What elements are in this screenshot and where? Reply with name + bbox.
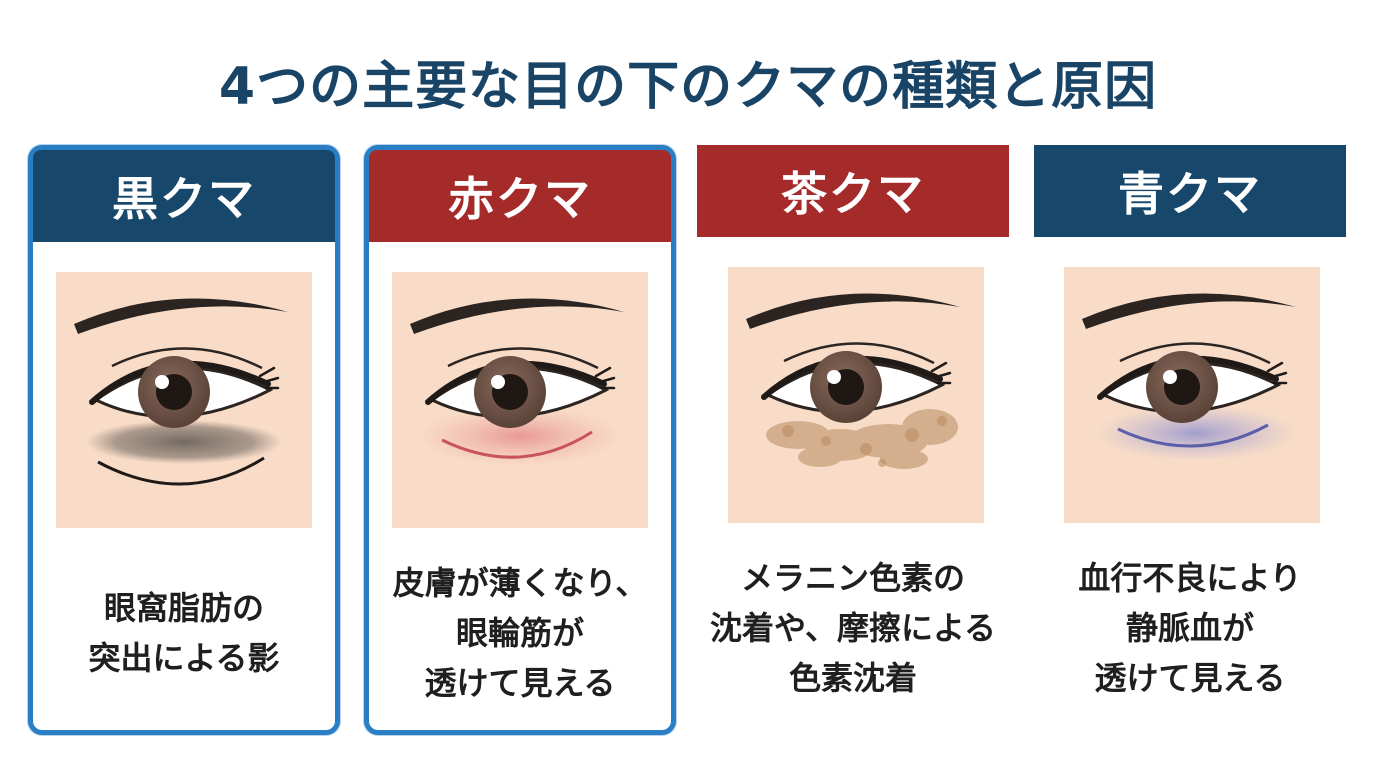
card-blue-circles: 青クマ 血行不良により — [1034, 145, 1346, 735]
card-header: 青クマ — [1034, 145, 1346, 237]
eye-blue-vein-icon — [1064, 267, 1320, 523]
page-title: 4つの主要な目の下のクマの種類と原因 — [218, 57, 1158, 117]
eye-brown-pigment-icon — [728, 267, 984, 523]
card-red-circles: 赤クマ 皮膚が薄くなり — [364, 145, 676, 735]
card-description: 皮膚が薄くなり、 眼輪筋が 透けて見える — [392, 564, 648, 702]
card-description: メラニン色素の 沈着や、摩擦による 色素沈着 — [709, 559, 997, 697]
card-brown-circles: 茶クマ — [697, 145, 1009, 735]
card-description: 血行不良により 静脈血が 透けて見える — [1078, 559, 1302, 697]
card-header: 茶クマ — [697, 145, 1009, 237]
card-description: 眼窩脂肪の 突出による影 — [88, 589, 280, 677]
card-header: 赤クマ — [369, 150, 671, 242]
eye-shadow-bag-icon — [56, 272, 312, 528]
eye-red-circle-icon — [392, 272, 648, 528]
card-black-circles: 黒クマ — [28, 145, 340, 735]
card-header: 黒クマ — [33, 150, 335, 242]
